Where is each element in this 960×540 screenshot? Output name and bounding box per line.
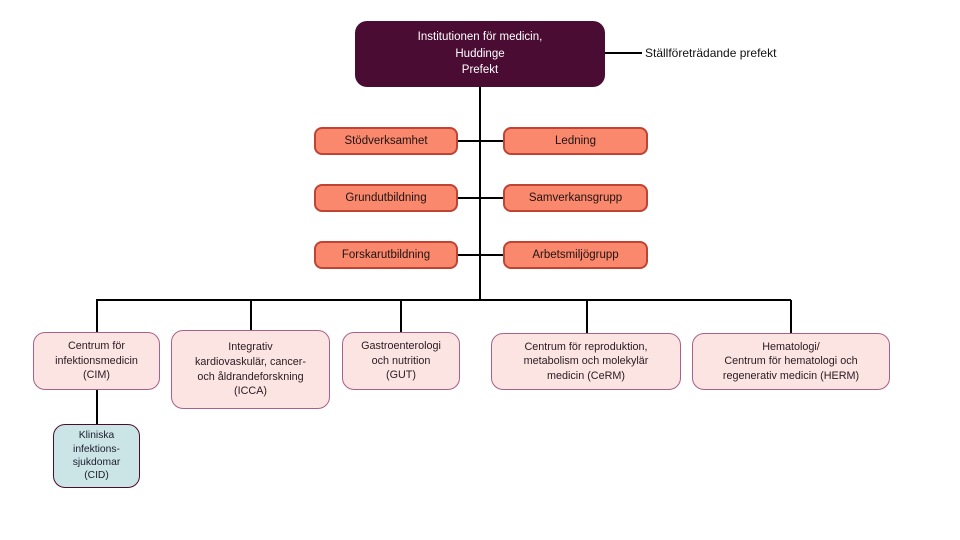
connector-cim-to-cid bbox=[96, 390, 98, 424]
node-grundutbildning: Grundutbildning bbox=[314, 184, 458, 212]
node-ledning: Ledning bbox=[503, 127, 648, 155]
node-label: Ledning bbox=[555, 135, 596, 147]
node-line-2: infektionsmedicin bbox=[55, 354, 138, 367]
node-line-2: och nutrition bbox=[371, 354, 431, 367]
node-line-3: regenerativ medicin (HERM) bbox=[722, 369, 860, 382]
node-arbetsmiljogrupp: Arbetsmiljögrupp bbox=[503, 241, 648, 269]
node-stodverksamhet: Stödverksamhet bbox=[314, 127, 458, 155]
connector-drop-cerm bbox=[586, 300, 588, 333]
node-line-1: Centrum för reproduktion, bbox=[524, 340, 648, 353]
node-line-3: (CIM) bbox=[83, 369, 110, 382]
root-line-3: Prefekt bbox=[461, 64, 499, 77]
connector-row1 bbox=[458, 140, 503, 142]
connector-drop-icca bbox=[250, 300, 252, 330]
node-label: Forskarutbildning bbox=[341, 249, 431, 261]
node-herm: Hematologi/ Centrum för hematologi och r… bbox=[692, 333, 890, 390]
root-line-1: Institutionen för medicin, bbox=[417, 30, 543, 43]
connector-root-to-main bbox=[479, 87, 481, 300]
node-line-1: Integrativ bbox=[228, 341, 273, 354]
node-label: Stödverksamhet bbox=[344, 135, 428, 147]
node-label: Samverkansgrupp bbox=[528, 192, 623, 204]
node-samverkansgrupp: Samverkansgrupp bbox=[503, 184, 648, 212]
node-line-2: kardiovaskulär, cancer- bbox=[194, 355, 307, 368]
connector-drop-cim bbox=[96, 300, 98, 332]
connector-deputy bbox=[605, 52, 642, 54]
node-line-3: och åldrandeforskning bbox=[197, 370, 304, 383]
node-line-2: Centrum för hematologi och bbox=[724, 355, 858, 368]
node-line-1: Kliniska bbox=[78, 430, 115, 442]
connector-row2 bbox=[458, 197, 503, 199]
node-line-2: metabolism och molekylär bbox=[523, 355, 649, 368]
deputy-prefekt-label: Ställföreträdande prefekt bbox=[645, 46, 777, 60]
node-icca: Integrativ kardiovaskulär, cancer- och å… bbox=[171, 330, 330, 409]
node-line-3: (GUT) bbox=[386, 369, 416, 382]
connector-drop-gut bbox=[400, 300, 402, 332]
node-forskarutbildning: Forskarutbildning bbox=[314, 241, 458, 269]
node-line-1: Hematologi/ bbox=[762, 340, 820, 353]
node-line-4: (ICCA) bbox=[234, 385, 267, 398]
node-line-4: (CID) bbox=[84, 470, 109, 482]
node-line-1: Centrum för bbox=[68, 340, 125, 353]
node-label: Arbetsmiljögrupp bbox=[532, 249, 619, 261]
connector-drop-herm bbox=[790, 300, 792, 333]
node-line-3: sjukdomar bbox=[72, 457, 121, 468]
root-line-2: Huddinge bbox=[455, 47, 505, 60]
node-line-1: Gastroenterologi bbox=[361, 340, 441, 353]
node-cerm: Centrum för reproduktion, metabolism och… bbox=[491, 333, 681, 390]
node-line-2: infektions- bbox=[73, 443, 120, 455]
node-cid: Kliniska infektions- sjukdomar (CID) bbox=[53, 424, 140, 488]
connector-row3 bbox=[458, 254, 503, 256]
node-line-3: medicin (CeRM) bbox=[547, 369, 625, 382]
connector-main-horizontal bbox=[96, 299, 791, 301]
node-institution-prefekt: Institutionen för medicin, Huddinge Pref… bbox=[355, 21, 605, 87]
node-cim: Centrum för infektionsmedicin (CIM) bbox=[33, 332, 160, 390]
node-gut: Gastroenterologi och nutrition (GUT) bbox=[342, 332, 460, 390]
node-label: Grundutbildning bbox=[345, 192, 427, 204]
